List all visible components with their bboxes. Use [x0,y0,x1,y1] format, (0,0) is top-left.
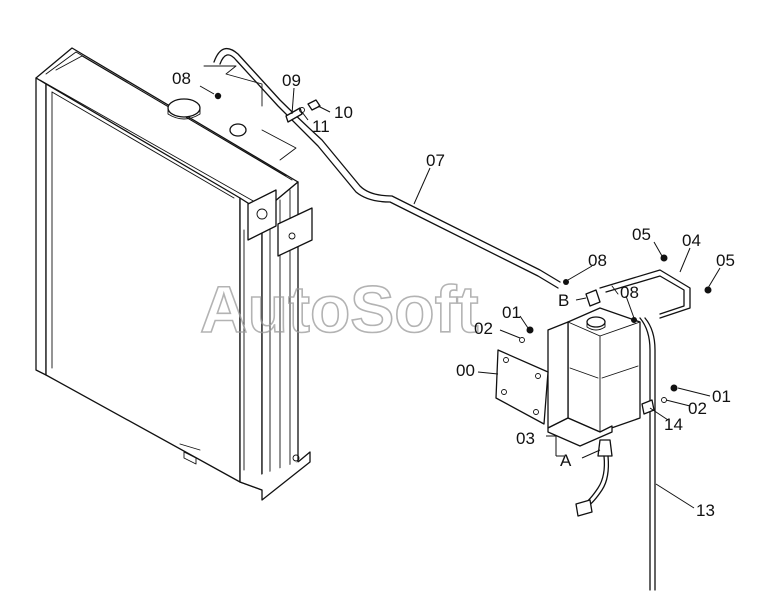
label-13: 13 [696,501,715,520]
washer-02-upper [519,337,525,343]
elbow-fitting [585,289,601,307]
label-view-b: B [558,291,569,310]
label-14: 14 [664,415,683,434]
bolt-08-mid [563,279,569,285]
part-labels: 08 09 10 11 07 05 04 05 08 B 08 01 02 00… [172,69,735,520]
label-01-upper: 01 [502,303,521,322]
radiator-cap [167,98,201,118]
label-07: 07 [426,151,445,170]
mounting-bracket-lower [277,207,313,257]
label-05-right: 05 [716,251,735,270]
bolt-05-left [660,254,668,262]
label-10: 10 [334,103,353,122]
label-view-a: A [560,451,572,470]
label-03: 03 [516,429,535,448]
overflow-hose [213,47,656,591]
watermark: AutoSoft [200,272,479,346]
label-02-upper: 02 [474,319,493,338]
tank-cap [586,316,606,328]
label-08-mid: 08 [588,251,607,270]
label-04: 04 [682,231,701,250]
drain-hose [639,317,651,591]
bolt-05-right [704,286,712,294]
radiator-foot [239,451,311,501]
level-sensor [597,439,613,457]
label-08-right: 08 [620,283,639,302]
bolt-10 [307,99,321,111]
label-05-left: 05 [632,225,651,244]
filler-neck [229,123,247,137]
tank-strap [599,269,691,319]
label-08-top: 08 [172,69,191,88]
washer-02-lower [661,397,667,403]
bolt-08-right [631,317,637,323]
cover-plate [495,349,549,425]
label-02-lower: 02 [688,399,707,418]
bolt-01-upper [526,326,534,334]
tank-bracket [547,321,569,429]
hose-clamp-14 [641,399,655,415]
hose-clip-09 [285,107,303,123]
bolt-08-top [214,92,222,100]
bolt-01-lower [670,384,678,392]
label-00: 00 [456,361,475,380]
leader-lines [199,85,721,509]
label-11: 11 [312,117,330,136]
label-09: 09 [282,71,301,90]
reserve-tank [495,289,641,517]
radiator-assembly [35,47,313,501]
mounting-bracket-upper [247,189,277,241]
label-01-lower: 01 [712,387,731,406]
sensor-harness [583,455,606,505]
radiator-left-frame [35,77,47,376]
harness-connector [575,499,593,517]
